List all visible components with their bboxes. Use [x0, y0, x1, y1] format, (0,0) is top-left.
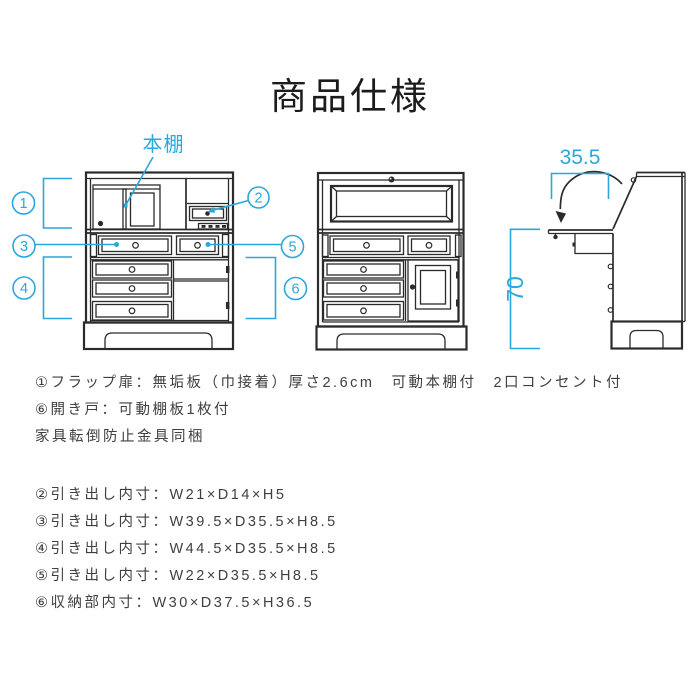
knob-icon	[97, 220, 104, 227]
leader-dot	[114, 242, 119, 247]
knob-icon	[132, 241, 139, 249]
front-closed-view	[315, 171, 468, 351]
dimension-flap-depth: 35.5	[550, 146, 610, 199]
hinge-icon	[456, 299, 460, 307]
knob-icon	[360, 285, 367, 292]
spec-notes: ①フラップ扉：無垢板（巾接着）厚さ2.6cm 可動本棚付 2口コンセント付 ⑥開…	[35, 370, 623, 451]
base-plinth	[610, 320, 684, 350]
knob-icon	[409, 284, 416, 290]
svg-text:2: 2	[254, 191, 262, 207]
base-plinth	[82, 321, 235, 351]
knob-icon	[572, 242, 576, 247]
knob-icon	[128, 266, 136, 273]
knob-icon	[128, 307, 136, 315]
knob-icon	[128, 285, 136, 292]
bookshelf-label: 本棚	[143, 133, 185, 156]
bookshelf	[92, 184, 161, 230]
callout-5: 5	[205, 234, 305, 259]
inner-dimension-list: ②引き出し内寸：W21×D14×H5 ③引き出し内寸：W39.5×D35.5×H…	[35, 482, 338, 617]
side-view	[547, 170, 686, 350]
knob-icon	[205, 211, 210, 216]
dimension-row: ⑤引き出し内寸：W22×D35.5×H8.5	[35, 568, 321, 584]
leader-dot	[205, 242, 211, 247]
knob-icon	[607, 307, 614, 313]
svg-text:6: 6	[291, 282, 299, 298]
svg-text:5: 5	[288, 240, 296, 256]
knob-icon	[553, 234, 558, 240]
dimension-row: ⑥収納部内寸：W30×D37.5×H36.5	[35, 595, 315, 611]
dimension-row: ②引き出し内寸：W21×D14×H5	[35, 487, 287, 503]
open-flap-board	[547, 229, 613, 240]
lower-drawers	[91, 260, 173, 321]
open-storage	[172, 259, 230, 321]
note-hinged-door: ⑥開き戸：可動棚板1枚付	[35, 402, 232, 418]
leader-arrow	[207, 207, 216, 213]
knob-icon	[360, 266, 367, 273]
svg-text:70: 70	[502, 276, 528, 302]
front-open-view	[82, 171, 235, 351]
note-flap-door: ①フラップ扉：無垢板（巾接着）厚さ2.6cm 可動本棚付 2口コンセント付	[35, 375, 624, 391]
dimension-row: ④引き出し内寸：W44.5×D35.5×H8.5	[35, 541, 338, 557]
annotations: 本棚 1 3 4	[11, 133, 610, 350]
callout-6: 6	[245, 256, 308, 320]
upper-compartment	[185, 179, 229, 230]
swing-arrow-icon	[555, 170, 623, 223]
knob-icon	[360, 307, 367, 315]
svg-text:1: 1	[19, 196, 27, 212]
knob-icon	[607, 283, 614, 290]
knob-icon	[607, 263, 614, 270]
furniture-diagram: 本棚 1 3 4	[11, 133, 686, 351]
top-drawer-row	[321, 234, 462, 258]
flap-door	[329, 184, 454, 223]
base-plinth	[315, 325, 468, 351]
dimension-row: ③引き出し内寸：W39.5×D35.5×H8.5	[35, 514, 338, 530]
hinge-icon	[456, 271, 460, 279]
note-anti-tip: 家具転倒防止金具同梱	[35, 429, 205, 445]
hinged-door	[404, 259, 460, 322]
knob-icon	[388, 176, 395, 183]
svg-text:3: 3	[20, 239, 28, 255]
knob-icon	[363, 241, 370, 249]
callout-3: 3	[12, 234, 119, 258]
knob-icon	[425, 241, 433, 249]
callout-4: 4	[12, 256, 72, 320]
callout-1: 1	[11, 177, 72, 229]
knob-icon	[194, 241, 201, 249]
svg-text:4: 4	[20, 281, 28, 297]
hinge-icon	[226, 266, 230, 273]
page-title: 商品仕様	[270, 77, 430, 118]
hinge-icon	[226, 302, 230, 309]
lower-drawers	[322, 260, 405, 321]
callout-2: 2	[207, 186, 270, 213]
dimension-desk-height: 70	[502, 228, 540, 350]
outlet-icon	[197, 222, 229, 230]
svg-text:35.5: 35.5	[560, 146, 601, 169]
leader-dot	[123, 203, 128, 208]
